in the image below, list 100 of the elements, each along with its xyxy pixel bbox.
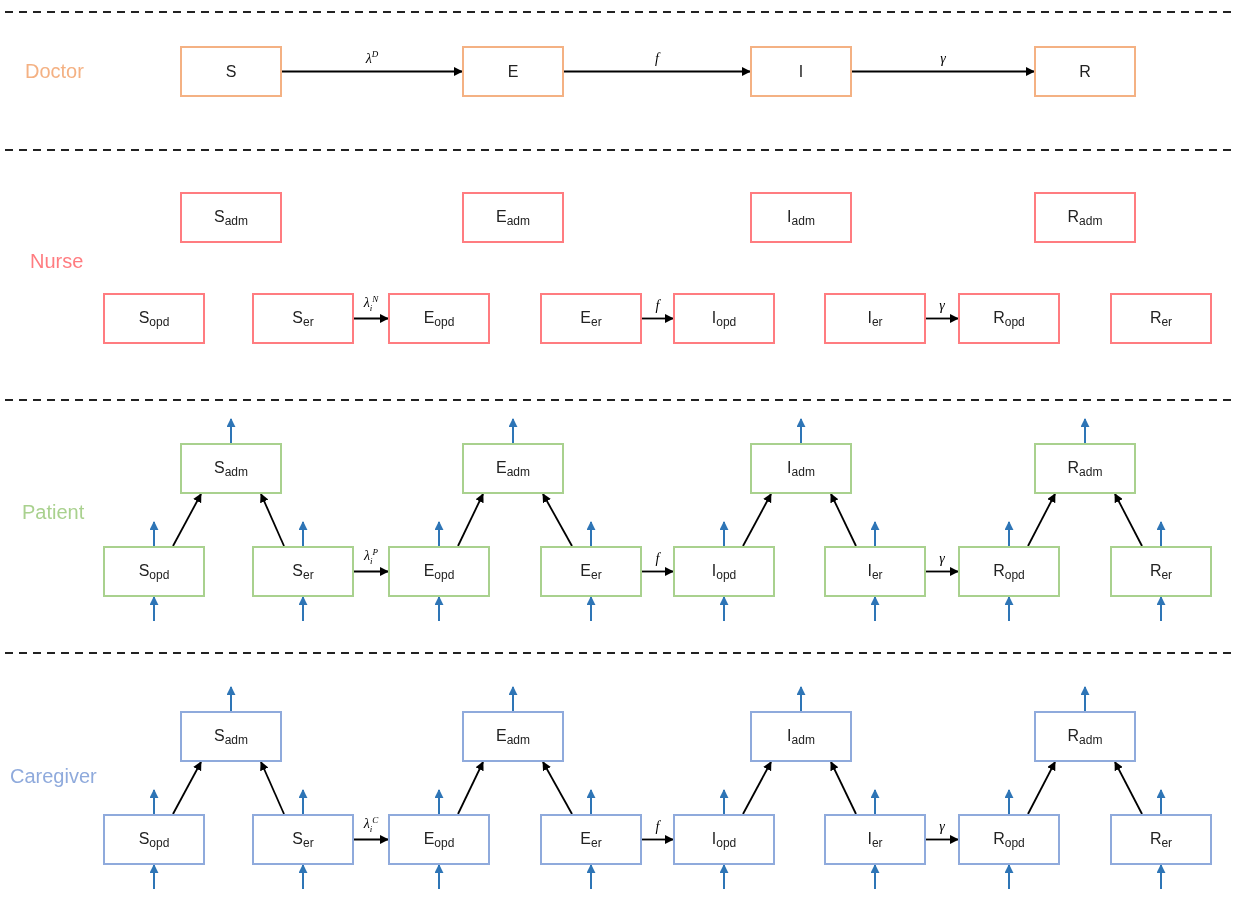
arrow <box>298 789 308 815</box>
arrow <box>1080 686 1090 712</box>
arrow <box>434 789 444 815</box>
compartment-label: I$_{er}$ <box>867 308 883 329</box>
arrow <box>281 67 463 76</box>
arrow <box>149 596 159 622</box>
arrow <box>298 596 308 622</box>
compartment-label: S$_{er}$ <box>292 308 314 329</box>
arrow <box>172 493 202 547</box>
edge-label: f <box>654 819 661 834</box>
arrow <box>586 596 596 622</box>
compartment-box <box>540 814 642 865</box>
arrow <box>226 418 236 444</box>
compartment-box <box>750 192 852 243</box>
compartment-label: S$_{adm}$ <box>214 726 248 747</box>
compartment-label: R$_{adm}$ <box>1067 726 1103 747</box>
compartment-label: I$_{er}$ <box>867 829 883 850</box>
compartment-label: S$_{er}$ <box>292 561 314 582</box>
compartment-box <box>462 443 564 494</box>
compartment-box <box>103 293 205 344</box>
compartment-label: E$_{adm}$ <box>496 458 530 479</box>
compartment-label: E$_{opd}$ <box>423 308 455 329</box>
compartment-box <box>462 711 564 762</box>
compartment-label: I <box>798 62 804 81</box>
compartment-label: E$_{adm}$ <box>496 207 530 228</box>
arrow <box>508 686 518 712</box>
arrow <box>1027 493 1056 547</box>
compartment-box <box>750 711 852 762</box>
compartment-box <box>252 293 354 344</box>
compartment-box <box>540 293 642 344</box>
arrow <box>719 521 729 547</box>
compartment-label: R <box>1079 62 1091 81</box>
compartment-box <box>1034 711 1136 762</box>
compartment-label: I$_{er}$ <box>867 561 883 582</box>
arrow <box>641 835 674 844</box>
arrow <box>742 493 772 547</box>
row-label: Patient <box>22 501 85 524</box>
compartment-label: E$_{er}$ <box>580 561 602 582</box>
compartment-box <box>673 546 775 597</box>
arrow <box>434 521 444 547</box>
compartment-label: R$_{adm}$ <box>1067 458 1103 479</box>
arrow <box>434 596 444 622</box>
compartment-box <box>462 192 564 243</box>
compartment-label: E$_{opd}$ <box>423 561 455 582</box>
compartment-box <box>673 293 775 344</box>
arrow <box>742 761 772 815</box>
compartment-label: R$_{adm}$ <box>1067 207 1103 228</box>
arrow <box>830 493 857 547</box>
compartment-label: S$_{er}$ <box>292 829 314 850</box>
arrow <box>719 789 729 815</box>
compartment-label: E$_{opd}$ <box>423 829 455 850</box>
compartment-label: I$_{adm}$ <box>787 207 815 228</box>
arrow <box>353 314 389 323</box>
arrow <box>563 67 751 76</box>
compartment-label: E$_{er}$ <box>580 308 602 329</box>
arrow <box>641 314 674 323</box>
arrow <box>851 67 1035 76</box>
compartment-box <box>540 546 642 597</box>
arrow <box>298 864 308 890</box>
compartment-box <box>1034 443 1136 494</box>
arrow <box>353 567 389 576</box>
row-label: Nurse <box>30 250 84 273</box>
arrow <box>298 521 308 547</box>
compartment-label: I$_{adm}$ <box>787 458 815 479</box>
arrow <box>925 314 959 323</box>
compartment-box <box>1110 546 1212 597</box>
compartment-box <box>180 443 282 494</box>
arrow <box>870 521 880 547</box>
compartment-label: S <box>225 62 237 81</box>
compartment-label: I$_{opd}$ <box>711 829 737 850</box>
compartment-label: R$_{opd}$ <box>993 829 1025 850</box>
compartment-box <box>252 814 354 865</box>
compartment-box <box>824 814 926 865</box>
compartment-label: I$_{opd}$ <box>711 561 737 582</box>
compartment-label: R$_{opd}$ <box>993 308 1025 329</box>
compartment-box <box>1110 814 1212 865</box>
compartment-label: I$_{opd}$ <box>711 308 737 329</box>
arrow <box>1156 521 1166 547</box>
arrow <box>1004 521 1014 547</box>
edge-label: λ$^{D}$ <box>364 49 380 66</box>
arrow <box>1080 418 1090 444</box>
arrow <box>1027 761 1056 815</box>
edge-label: f <box>654 551 661 566</box>
compartment-box <box>750 443 852 494</box>
compartment-label: E$_{adm}$ <box>496 726 530 747</box>
arrow <box>508 418 518 444</box>
arrow <box>925 567 959 576</box>
arrow <box>796 418 806 444</box>
arrow <box>870 864 880 890</box>
compartment-box <box>1034 46 1136 97</box>
compartment-box <box>103 814 205 865</box>
arrow <box>925 835 959 844</box>
compartment-label: S$_{adm}$ <box>214 458 248 479</box>
arrow <box>830 761 857 815</box>
arrow <box>796 686 806 712</box>
arrow <box>1004 789 1014 815</box>
arrow <box>149 789 159 815</box>
compartment-label: S$_{opd}$ <box>138 561 170 582</box>
compartment-label: I$_{adm}$ <box>787 726 815 747</box>
compartment-label: R$_{er}$ <box>1149 561 1173 582</box>
